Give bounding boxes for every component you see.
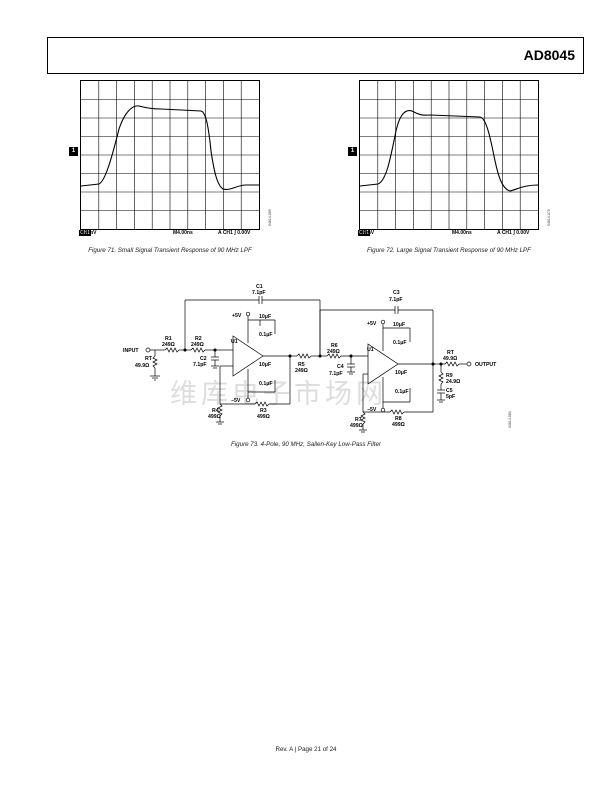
cap10u-b2: 10μF (395, 370, 407, 376)
vpos-b: +5V (367, 321, 377, 327)
c5-label: C5 (446, 388, 453, 394)
c1-value: 7.1pF (252, 290, 266, 296)
schematic-figure-73: INPUT OUTPUT RT 49.9Ω R1 249Ω R2 249Ω C1… (123, 284, 497, 433)
cap10u-b1: 10μF (393, 322, 405, 328)
time-div-71: M4.00ns (173, 230, 193, 236)
r9-label: R9 (446, 373, 453, 379)
c1-label: C1 (256, 284, 263, 290)
trigger-72: A CH1 ʃ 0.00V (497, 230, 530, 236)
scope-grid-71 (81, 81, 259, 229)
cap01u-a1: 0.1μF (259, 332, 273, 338)
fig-code-73: 04614-084 (508, 411, 512, 428)
ref-marker-72: 1 (348, 147, 357, 156)
caption-71: Figure 71. Small Signal Transient Respon… (88, 247, 252, 254)
ch-label-71: CH1 (79, 230, 92, 236)
trace-71 (81, 105, 259, 190)
rt-out-label: RT (447, 350, 455, 356)
r1-label: R1 (165, 336, 172, 342)
cap10u-a2: 10μF (259, 362, 271, 368)
r4-label: R4 (212, 408, 219, 414)
watermark: 维库电子市场网 (170, 379, 387, 410)
r6-label: R6 (331, 343, 338, 349)
c5-value: 5pF (446, 394, 455, 400)
c3-value: 7.1pF (389, 297, 403, 303)
page-footer: Rev. A | Page 21 of 24 (275, 746, 337, 753)
r6-value: 249Ω (327, 349, 340, 355)
caption-72: Figure 72. Large Signal Transient Respon… (367, 247, 531, 254)
r7-label: R7 (355, 417, 362, 423)
r7-value: 499Ω (350, 423, 363, 429)
c2-label: C2 (200, 356, 207, 362)
r9-value: 24.9Ω (446, 379, 460, 385)
vneg-b: −5V (367, 407, 377, 413)
trigger-71: A CH1 ʃ 0.00V (218, 230, 251, 236)
part-number: AD8045 (523, 47, 575, 63)
cap01u-b2: 0.1μF (395, 389, 409, 395)
r3-value: 499Ω (257, 414, 270, 420)
ch-label-72: CH1 (358, 230, 371, 236)
cap10u-a1: 10μF (259, 314, 271, 320)
time-div-72: M4.00ns (452, 230, 472, 236)
header-box: AD8045 (47, 37, 584, 74)
u1a-label: U1 (231, 339, 238, 345)
input-label: INPUT (123, 348, 139, 354)
r8-value: 499Ω (392, 422, 405, 428)
r5-value: 249Ω (295, 368, 308, 374)
cap01u-a2: 0.1μF (259, 381, 273, 387)
r3-label: R3 (260, 408, 267, 414)
c2-value: 7.1pF (193, 362, 207, 368)
trace-72 (360, 109, 538, 192)
r2-value: 249Ω (191, 342, 204, 348)
r8-label: R8 (395, 416, 402, 422)
volts-div-72: 500mV (358, 230, 375, 236)
r1-value: 249Ω (162, 342, 175, 348)
c4-label: C4 (337, 364, 344, 370)
u1b-label: U1 (367, 347, 374, 353)
scope-grid-72 (360, 81, 538, 229)
rt-out-value: 49.9Ω (443, 356, 457, 362)
vneg-a: −5V (231, 398, 241, 404)
output-label: OUTPUT (475, 362, 497, 368)
fig-code-71: 04614-069 (268, 209, 272, 226)
c3-label: C3 (393, 290, 400, 296)
c4-value: 7.1pF (329, 371, 343, 377)
r4-value: 499Ω (208, 414, 221, 420)
r2-label: R2 (195, 336, 202, 342)
cap01u-b1: 0.1μF (393, 340, 407, 346)
caption-73: Figure 73. 4-Pole, 90 MHz, Sallen-Key Lo… (231, 441, 381, 448)
rt-in-value: 49.9Ω (135, 363, 149, 369)
r5-label: R5 (298, 362, 305, 368)
volts-div-71: 50.0mV (79, 230, 97, 236)
vpos-a: +5V (232, 313, 242, 319)
ref-marker-71: 1 (69, 147, 78, 156)
fig-code-72: 04614-070 (547, 209, 551, 226)
rt-in-label: RT (145, 356, 153, 362)
